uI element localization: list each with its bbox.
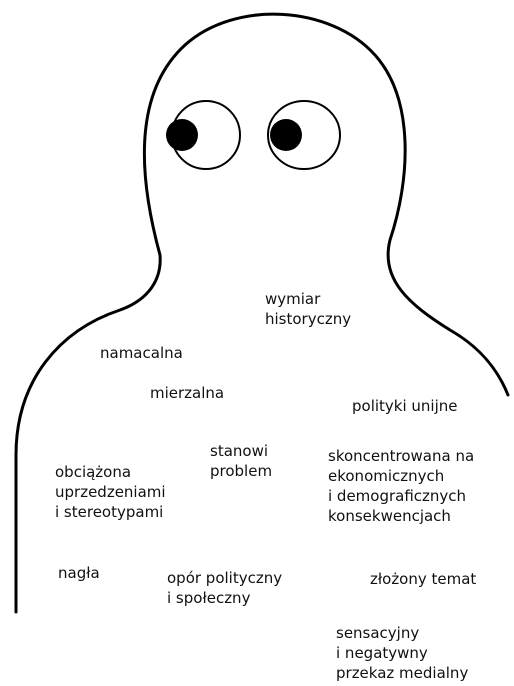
label-skoncentrowana: skoncentrowana na ekonomicznych i demogr…: [328, 446, 474, 526]
label-obciazona: obciążona uprzedzeniami i stereotypami: [55, 462, 166, 522]
label-polityki-unijne: polityki unijne: [352, 396, 458, 416]
label-wymiar-historyczny: wymiar historyczny: [265, 289, 351, 329]
label-nagla: nagła: [58, 563, 100, 583]
label-zlozony-temat: złożony temat: [370, 569, 476, 589]
label-sensacyjny: sensacyjny i negatywny przekaz medialny: [336, 623, 468, 683]
label-namacalna: namacalna: [100, 343, 183, 363]
right-pupil: [270, 119, 302, 151]
left-pupil: [166, 119, 198, 151]
label-stanowi-problem: stanowi problem: [210, 441, 272, 481]
label-mierzalna: mierzalna: [150, 383, 224, 403]
label-opor-polityczny: opór polityczny i społeczny: [167, 568, 282, 608]
